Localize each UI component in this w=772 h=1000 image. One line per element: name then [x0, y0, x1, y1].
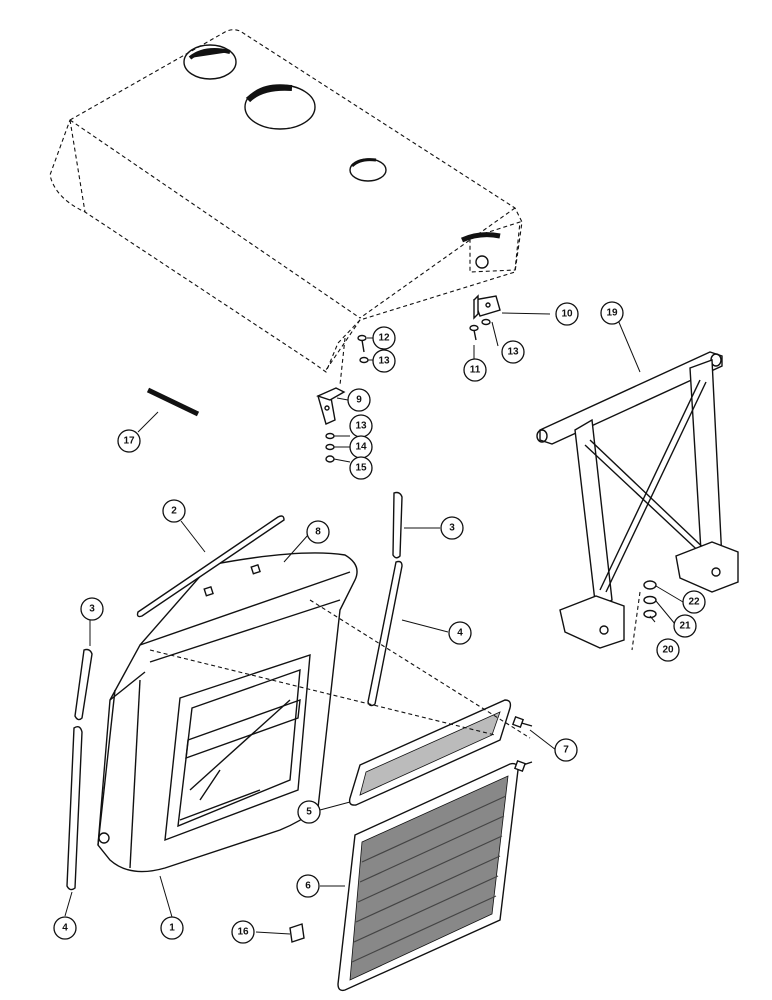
callout-11: 11 [463, 358, 487, 382]
washer-13-right [481, 318, 491, 326]
washer-13-top [359, 356, 369, 364]
callout-14: 14 [349, 435, 373, 459]
callout-13-mid: 13 [349, 414, 373, 438]
callout-20: 20 [656, 638, 680, 662]
svg-text:2: 2 [171, 506, 177, 517]
svg-text:5: 5 [306, 807, 312, 818]
callout-6: 6 [296, 874, 320, 898]
seal-right-lower [367, 560, 403, 707]
callout-7: 7 [554, 738, 578, 762]
svg-text:17: 17 [123, 436, 135, 447]
grille-shell [97, 552, 358, 873]
bracket-10 [473, 294, 501, 320]
callout-3-left: 3 [80, 597, 104, 621]
svg-text:21: 21 [679, 621, 691, 632]
hood-opening-top [183, 44, 237, 80]
svg-text:6: 6 [305, 881, 311, 892]
callout-15: 15 [349, 456, 373, 480]
upper-screen [348, 699, 512, 806]
svg-text:15: 15 [355, 463, 367, 474]
svg-text:14: 14 [355, 442, 367, 453]
svg-text:7: 7 [563, 745, 569, 756]
svg-text:9: 9 [356, 395, 362, 406]
bolt-11 [469, 324, 479, 341]
callout-4-right: 4 [448, 621, 472, 645]
support-frame [536, 351, 739, 649]
callout-21: 21 [673, 614, 697, 638]
callout-13-right: 13 [501, 340, 525, 364]
callout-4-left: 4 [53, 916, 77, 940]
lockwasher-21 [643, 595, 657, 605]
strip-17 [146, 387, 200, 417]
svg-text:11: 11 [470, 365, 481, 376]
svg-text:8: 8 [315, 527, 321, 538]
svg-text:3: 3 [89, 604, 95, 615]
bracket-9 [316, 387, 346, 425]
bolt-12 [357, 334, 367, 353]
svg-text:13: 13 [378, 356, 390, 367]
callout-17: 17 [117, 429, 141, 453]
callout-12: 12 [372, 326, 396, 350]
top-strip [136, 515, 285, 618]
callout-8: 8 [306, 520, 330, 544]
callout-10: 10 [555, 302, 579, 326]
svg-text:22: 22 [688, 597, 700, 608]
grille-panel [337, 762, 519, 992]
washer-13-mid [325, 432, 335, 440]
svg-text:4: 4 [62, 923, 68, 934]
washer-20 [643, 609, 657, 619]
callout-22: 22 [682, 590, 706, 614]
svg-text:1: 1 [169, 923, 175, 934]
seal-right-upper [392, 491, 403, 559]
svg-text:10: 10 [561, 309, 573, 320]
callout-13-top: 13 [372, 349, 396, 373]
svg-text:4: 4 [457, 628, 463, 639]
svg-text:13: 13 [507, 347, 519, 358]
nut-15 [325, 455, 335, 463]
callout-2: 2 [162, 499, 186, 523]
svg-text:20: 20 [662, 645, 674, 656]
callout-1: 1 [160, 916, 184, 940]
svg-text:13: 13 [355, 421, 367, 432]
hood-outline [49, 29, 523, 373]
svg-text:19: 19 [606, 308, 618, 319]
clip-16 [289, 923, 305, 943]
callout-9: 9 [347, 388, 371, 412]
callout-5: 5 [297, 800, 321, 824]
lockwasher-14 [325, 443, 335, 451]
nut-22 [643, 580, 657, 590]
svg-text:3: 3 [449, 523, 455, 534]
callout-19: 19 [600, 301, 624, 325]
svg-text:16: 16 [237, 927, 249, 938]
svg-text:12: 12 [378, 333, 390, 344]
seal-left-lower [66, 725, 83, 891]
screws-7 [511, 715, 533, 773]
seal-left-upper [74, 648, 93, 721]
callout-16: 16 [231, 920, 255, 944]
callout-3-right: 3 [440, 516, 464, 540]
